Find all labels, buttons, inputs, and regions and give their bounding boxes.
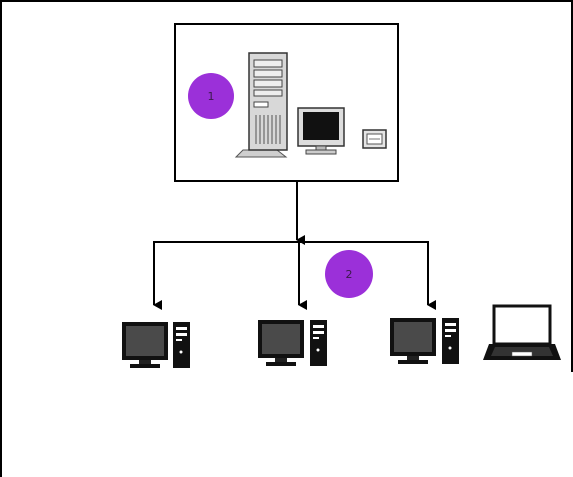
laptop-icon [483,304,561,360]
badge-2-circle [325,250,373,298]
monitor-icon [297,107,345,155]
badge-2: 2 [325,250,373,298]
badge-1: 1 [188,73,234,119]
desktop-computer-icon [258,320,327,366]
desktop-computer-icon [390,318,459,364]
small-device-icon [362,129,387,149]
network-connectors [153,181,436,310]
server-tower-icon [234,52,288,158]
badge-1-circle [188,73,234,119]
badge-2-label: 2 [346,268,353,281]
badge-1-label: 1 [208,90,215,103]
desktop-computer-icon [122,322,190,368]
